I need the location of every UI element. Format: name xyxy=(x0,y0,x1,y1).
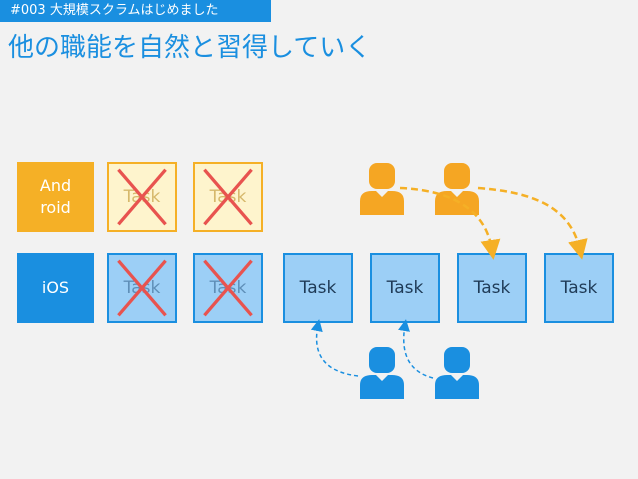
task-label: Task xyxy=(386,278,424,298)
cross-mark-icon xyxy=(117,259,167,317)
android-person-icon xyxy=(360,163,404,215)
cross-mark-icon xyxy=(117,168,167,226)
android-move-arrow xyxy=(477,186,588,260)
ios-task-4: Task xyxy=(370,253,440,323)
android-task-2: Task xyxy=(193,162,263,232)
section-tag: #003 大規模スクラムはじめました xyxy=(0,0,271,22)
task-label: Task xyxy=(560,278,598,298)
task-label: Task xyxy=(299,278,337,298)
ios-task-1: Task xyxy=(107,253,177,323)
ios-move-arrow xyxy=(310,319,359,377)
ios-person-icon xyxy=(360,347,404,399)
row-label-android: And roid xyxy=(17,162,94,232)
cross-mark-icon xyxy=(203,168,253,226)
android-move-arrow xyxy=(399,186,501,260)
ios-task-3: Task xyxy=(283,253,353,323)
ios-task-5: Task xyxy=(457,253,527,323)
page-title: 他の職能を自然と習得していく xyxy=(8,33,372,63)
cross-mark-icon xyxy=(203,259,253,317)
ios-task-2: Task xyxy=(193,253,263,323)
row-label-ios: iOS xyxy=(17,253,94,323)
ios-task-6: Task xyxy=(544,253,614,323)
task-label: Task xyxy=(473,278,511,298)
android-task-1: Task xyxy=(107,162,177,232)
ios-person-icon xyxy=(435,347,479,399)
ios-move-arrow xyxy=(398,319,434,379)
